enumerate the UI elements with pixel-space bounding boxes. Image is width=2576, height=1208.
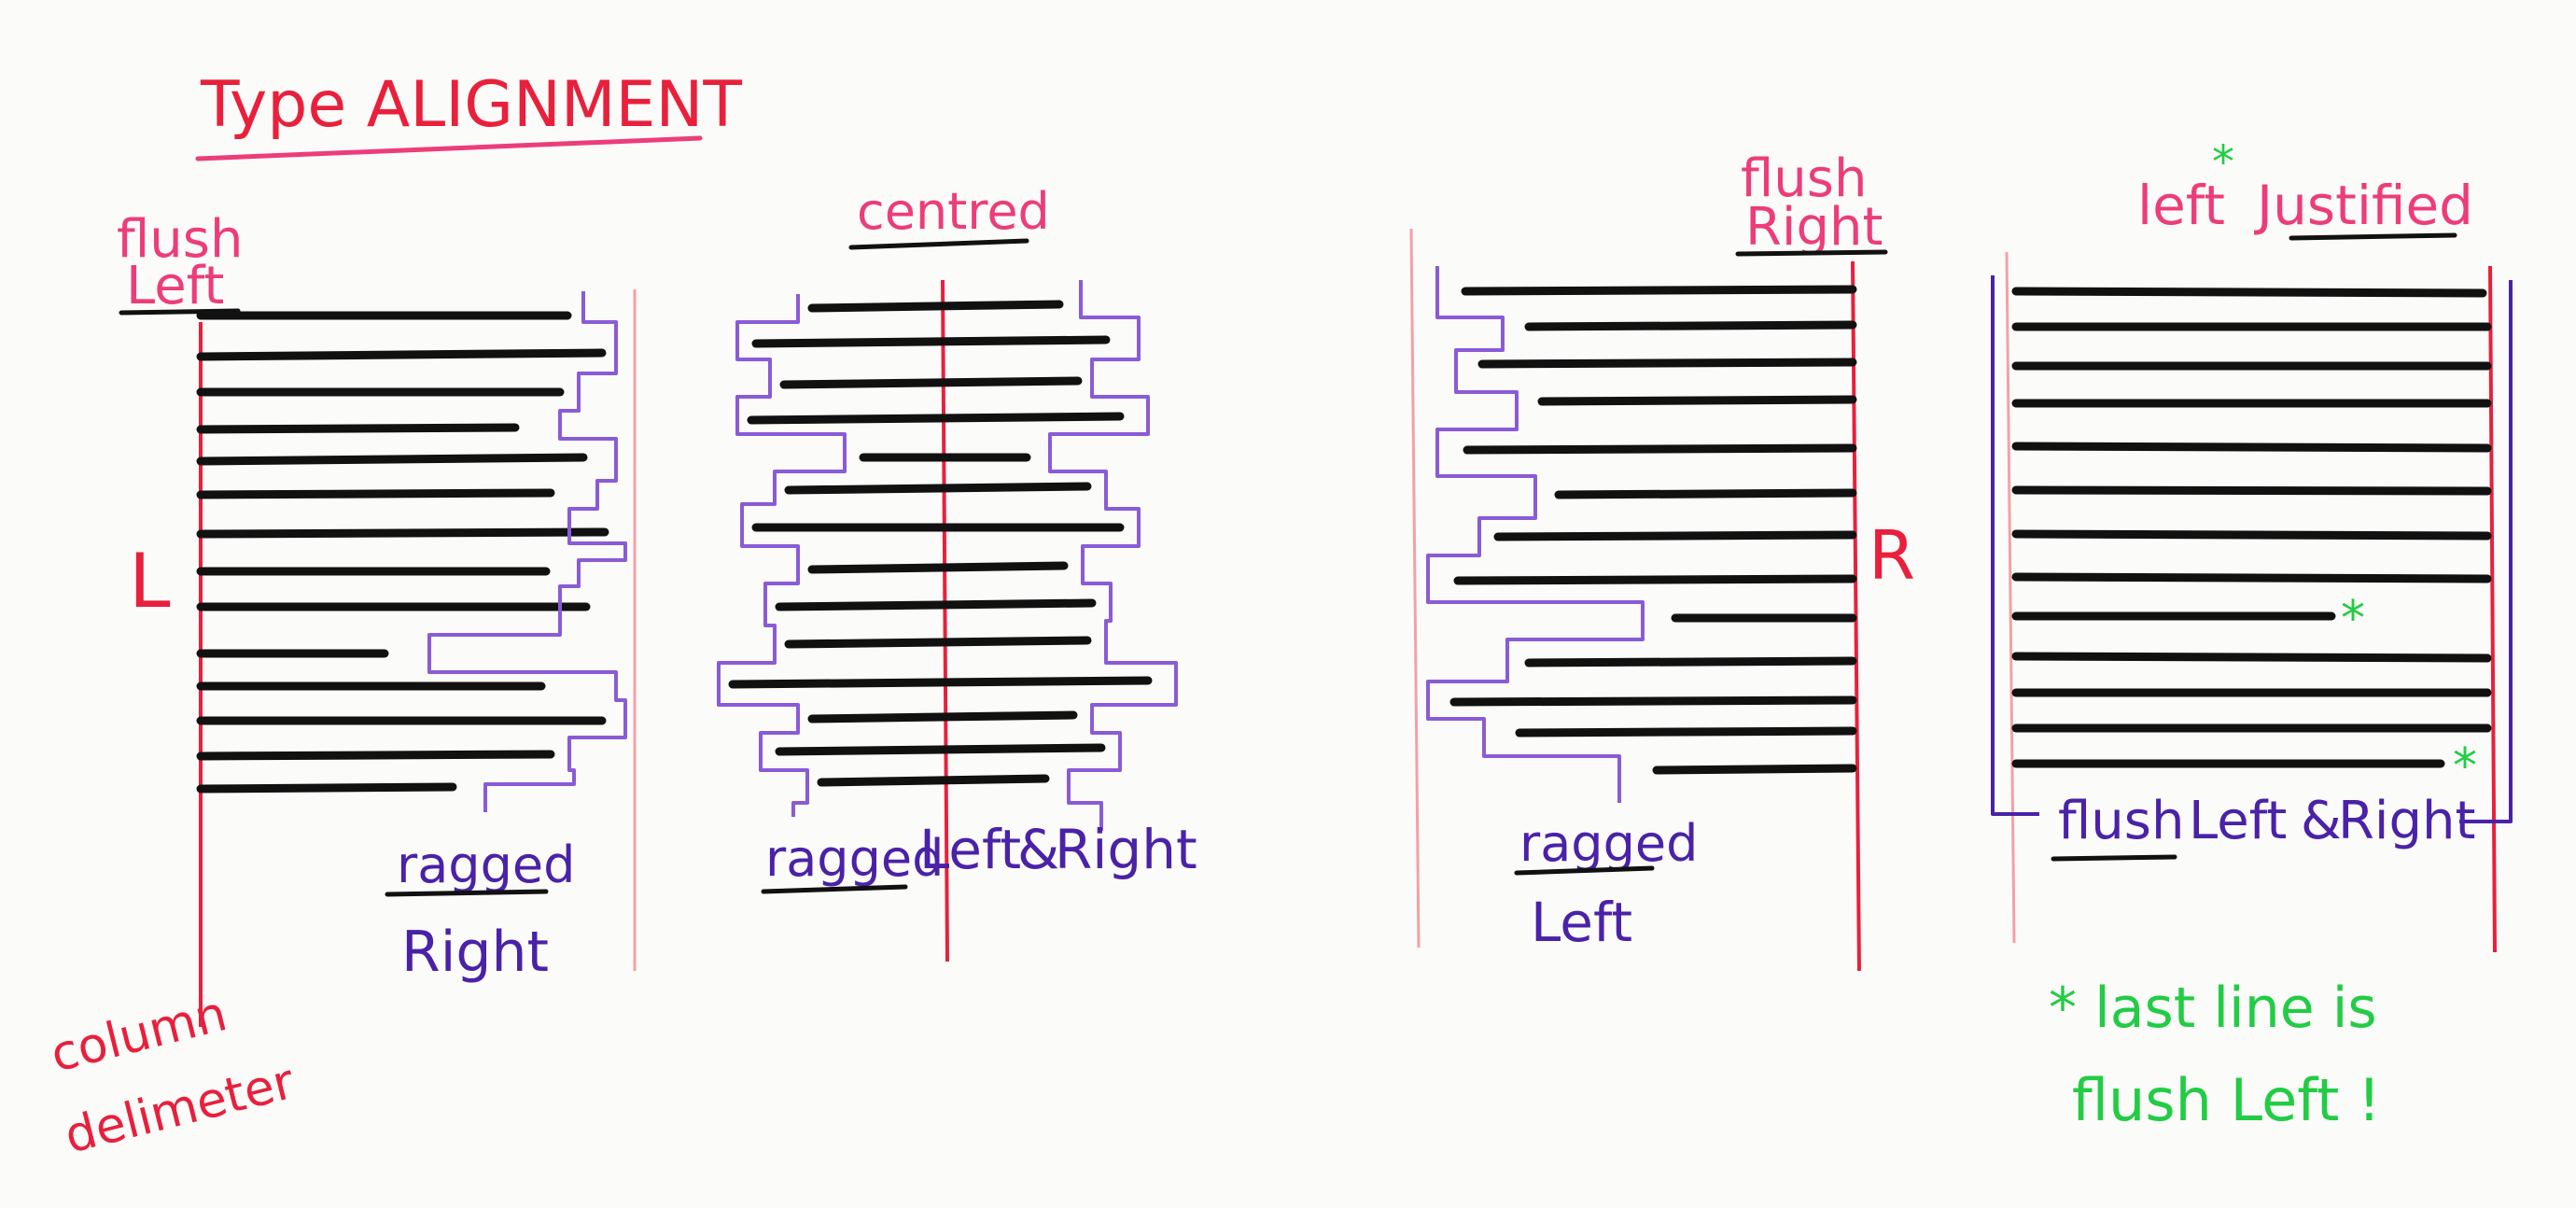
panel-flush-left: flush Left L ragged Right column delim (46, 209, 637, 1165)
text-line (1477, 358, 1857, 369)
text-line (775, 598, 1097, 611)
text-lines (728, 300, 1153, 787)
text-line (196, 348, 607, 361)
label-flush-right-1: flush (1741, 148, 1867, 209)
text-line (196, 423, 520, 434)
label-left-justified-1: left (2137, 174, 2225, 237)
label-flush-lr-underline (2051, 854, 2177, 862)
text-line (1524, 320, 1857, 331)
ragged-left-outline (1426, 266, 1645, 803)
label-justified-underline (2289, 232, 2457, 241)
text-line (1463, 443, 1857, 455)
text-line (1493, 530, 1857, 541)
column-delimiter-left (2005, 251, 2016, 944)
column-delimiter-right (2488, 265, 2497, 953)
label-flush-lr-1: flush (2058, 791, 2184, 851)
label-ragged-right-underline (385, 889, 549, 897)
text-lines (1449, 285, 1857, 775)
label-flush-lr-2: Left (2189, 791, 2287, 851)
label-ragged-left-underline (1514, 865, 1655, 876)
label-column-delimiter-1: column (46, 986, 232, 1084)
text-line (2011, 572, 2492, 583)
text-line (1515, 726, 1857, 737)
label-ragged-right-1: ragged (397, 836, 575, 894)
label-ragged-left-1: ragged (1519, 814, 1698, 873)
text-line (2011, 529, 2492, 541)
label-left-justified-asterisk: * (2212, 136, 2234, 189)
text-line (775, 743, 1106, 756)
label-flush-right-2: Right (1745, 197, 1883, 258)
text-line (784, 636, 1092, 649)
text-line (196, 750, 555, 761)
text-line (2011, 485, 2492, 496)
label-left-justified-2: Justified (2254, 174, 2473, 237)
label-ragged-lr-2: Left (919, 818, 1021, 881)
title-underline (195, 135, 703, 162)
column-edge-left (1409, 228, 1421, 948)
text-lines (2011, 287, 2492, 768)
label-ragged-lr-amp: & (1017, 818, 1059, 881)
text-line (807, 710, 1078, 723)
text-line (1652, 764, 1857, 775)
centre-axis (941, 279, 949, 962)
board-title: Type ALIGNMENT (200, 68, 742, 142)
text-line (2011, 652, 2492, 663)
text-line (1449, 695, 1857, 707)
text-line (817, 774, 1050, 787)
last-line-asterisk: * (2341, 591, 2365, 647)
label-flush-lr-3: Right (2338, 791, 2475, 851)
text-line (2011, 287, 2487, 298)
text-line (196, 488, 555, 499)
text-line (196, 527, 609, 539)
ragged-right-outline (427, 291, 627, 812)
big-L-letter: L (129, 538, 171, 625)
text-line (747, 412, 1125, 425)
label-ragged-lr-3: Right (1055, 818, 1197, 881)
text-line (807, 561, 1069, 574)
label-ragged-right-2: Right (401, 920, 549, 985)
text-line (728, 676, 1153, 689)
label-flush-right-underline (1735, 249, 1888, 257)
panel-justified: left * Justified * * flush Left & Rig (1991, 136, 2513, 1134)
text-line (784, 482, 1092, 495)
text-line (1461, 285, 1857, 296)
text-lines (196, 311, 609, 794)
label-centred: centred (857, 182, 1050, 241)
label-ragged-left-2: Left (1531, 891, 1632, 954)
text-line (2011, 442, 2492, 453)
text-line (1554, 488, 1857, 499)
panel-centred: centred ragged Left & Right (717, 182, 1197, 962)
ragged-right-outline (1048, 280, 1178, 831)
text-line (1524, 656, 1857, 667)
text-line (196, 453, 588, 466)
label-flush-left-1: flush (117, 209, 243, 270)
label-ragged-lr-underline (761, 884, 908, 894)
label-ragged-lr-1: ragged (765, 829, 944, 888)
note-last-line-1: * last line is (2049, 976, 2377, 1041)
text-line (779, 376, 1083, 389)
justified-bracket (1991, 275, 2513, 823)
text-line (1453, 574, 1857, 585)
text-line (807, 300, 1064, 313)
panel-flush-right: flush Right R ragged Left (1409, 148, 1915, 972)
text-line (1537, 395, 1857, 406)
label-flush-lr-amp: & (2301, 791, 2342, 851)
last-line-asterisk: * (2453, 738, 2477, 794)
label-flush-left-underline (119, 308, 241, 316)
note-last-line-2: flush Left ! (2072, 1066, 2381, 1134)
big-R-letter: R (1869, 516, 1915, 595)
text-line (751, 335, 1111, 348)
text-line (196, 782, 457, 794)
label-flush-left-2: Left (126, 256, 224, 316)
ragged-left-outline (717, 294, 847, 817)
label-centred-underline (848, 238, 1029, 250)
